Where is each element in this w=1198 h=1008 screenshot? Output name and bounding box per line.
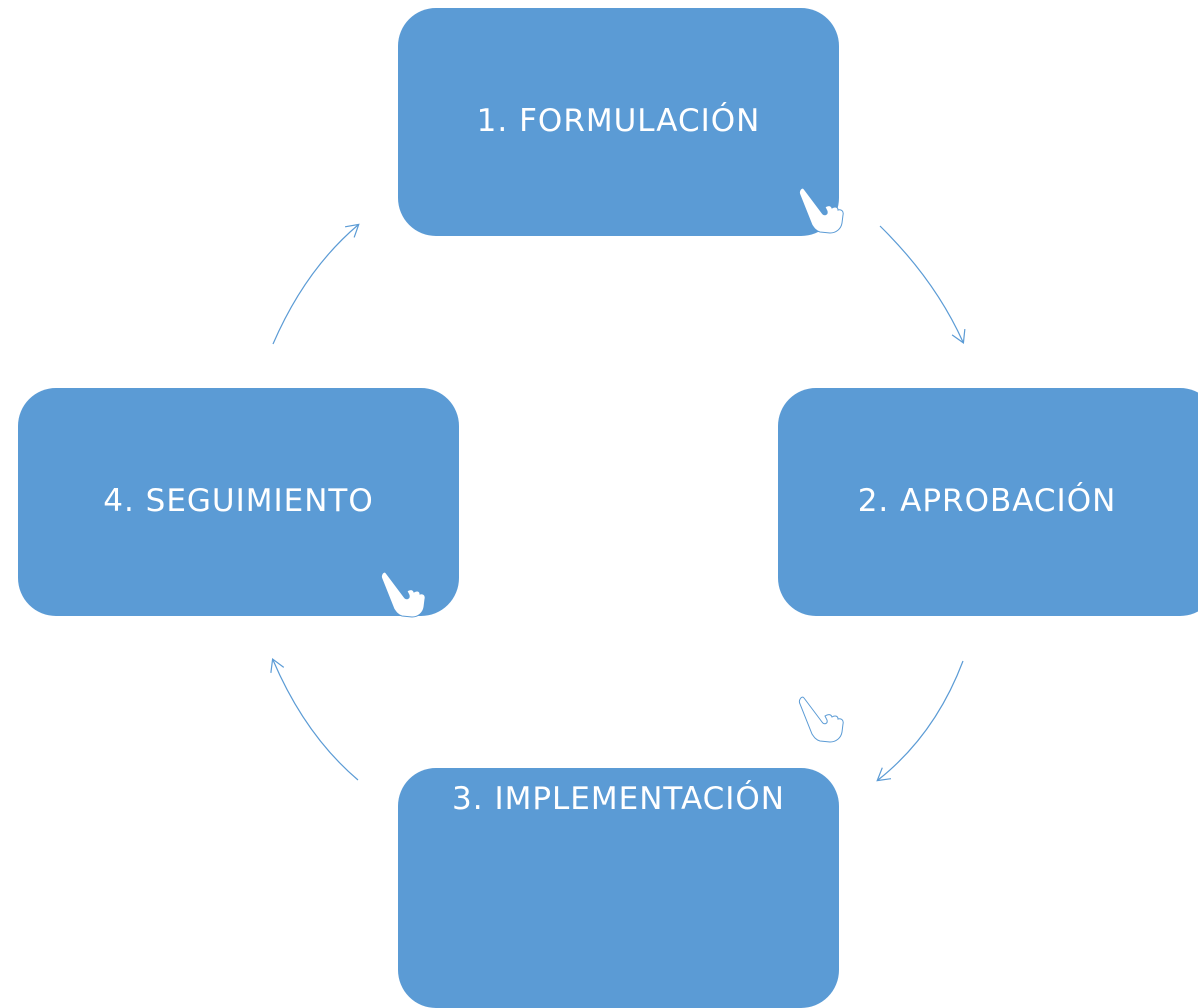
arrow-implementacion-to-seguimiento (270, 657, 359, 781)
arrow-seguimiento-to-formulacion (272, 223, 360, 345)
step-formulacion-label: 1. FORMULACIÓN (476, 103, 761, 139)
pointing-hand-icon[interactable] (798, 692, 854, 744)
step-implementacion[interactable]: 3. IMPLEMENTACIÓN (398, 768, 839, 1008)
pointing-hand-icon[interactable] (798, 183, 854, 235)
pointing-hand-icon[interactable] (380, 567, 436, 619)
arrow-aprobacion-to-implementacion (876, 660, 964, 782)
arrow-formulacion-to-aprobacion (879, 225, 966, 344)
step-aprobacion-label: 2. APROBACIÓN (857, 483, 1117, 519)
process-cycle-diagram: 1. FORMULACIÓN 2. APROBACIÓN 3. IMPLEMEN… (18, 8, 1198, 1008)
step-implementacion-label: 3. IMPLEMENTACIÓN (452, 781, 785, 817)
step-seguimiento-label: 4. SEGUIMIENTO (103, 483, 374, 519)
step-aprobacion[interactable]: 2. APROBACIÓN (778, 388, 1198, 616)
step-formulacion[interactable]: 1. FORMULACIÓN (398, 8, 839, 236)
